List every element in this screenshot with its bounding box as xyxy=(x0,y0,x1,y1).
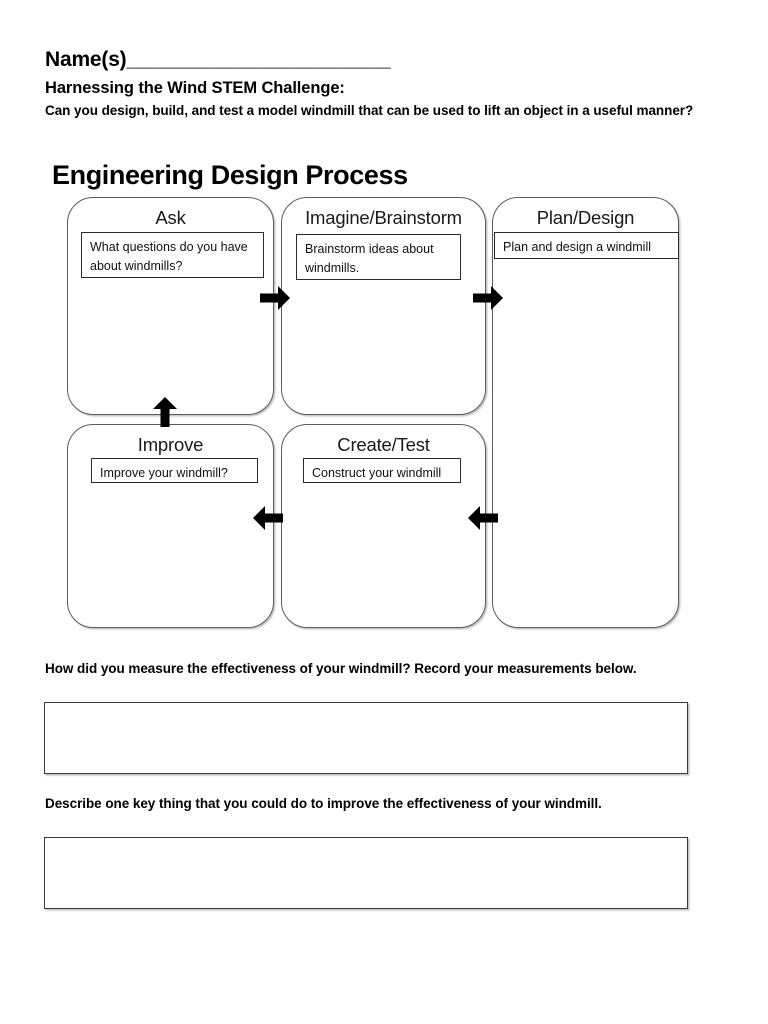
stage-improve[interactable]: Improve xyxy=(67,424,274,628)
stage-plan[interactable]: Plan/Design xyxy=(492,197,679,628)
page-title: Harnessing the Wind STEM Challenge: xyxy=(45,79,345,97)
stage-imagine-label: Imagine/Brainstorm xyxy=(305,207,462,228)
worksheet-header: Name(s)_______________________ Harnessin… xyxy=(45,47,735,120)
arrow-up-icon xyxy=(150,395,180,429)
question-2-answer-box[interactable] xyxy=(44,837,688,909)
challenge-question: Can you design, build, and test a model … xyxy=(45,103,694,118)
question-1-prompt: How did you measure the effectiveness of… xyxy=(45,661,637,676)
name-field-line[interactable]: Name(s)_______________________ xyxy=(45,48,391,71)
arrow-left-icon xyxy=(466,503,500,533)
stage-create[interactable]: Create/Test xyxy=(281,424,486,628)
note-imagine[interactable]: Brainstorm ideas about windmills. xyxy=(296,234,461,280)
note-plan[interactable]: Plan and design a windmill xyxy=(494,232,679,259)
arrow-right-icon xyxy=(471,283,505,313)
question-1-answer-box[interactable] xyxy=(44,702,688,774)
stage-plan-label: Plan/Design xyxy=(536,207,635,228)
stage-ask[interactable]: Ask xyxy=(67,197,274,415)
stage-improve-label: Improve xyxy=(137,434,204,455)
stage-imagine[interactable]: Imagine/Brainstorm xyxy=(281,197,486,415)
stage-create-label: Create/Test xyxy=(337,434,430,455)
arrow-left-icon xyxy=(251,503,285,533)
note-improve[interactable]: Improve your windmill? xyxy=(91,458,258,483)
note-create[interactable]: Construct your windmill xyxy=(303,458,461,483)
question-2-prompt: Describe one key thing that you could do… xyxy=(45,796,602,811)
arrow-right-icon xyxy=(258,283,292,313)
stage-ask-label: Ask xyxy=(155,207,186,228)
diagram-title: Engineering Design Process xyxy=(52,160,408,190)
note-ask[interactable]: What questions do you have about windmil… xyxy=(81,232,264,278)
